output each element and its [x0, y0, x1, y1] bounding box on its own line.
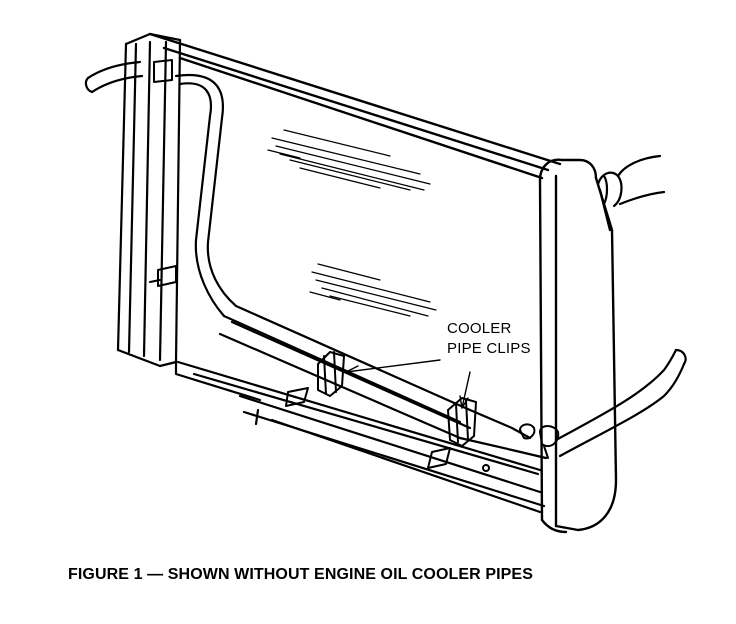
upper-hose-left	[86, 62, 142, 92]
cooler-pipe-clip-2	[428, 398, 489, 471]
right-tank	[540, 160, 616, 532]
callout-line-2: PIPE CLIPS	[447, 340, 531, 357]
core-hatch-upper	[268, 130, 430, 190]
cooler-pipe-clips-label: COOLER PIPE CLIPS	[447, 319, 531, 359]
pipe-fittings-right	[520, 424, 558, 458]
left-tank	[118, 34, 180, 366]
filler-neck	[598, 156, 664, 206]
lower-hose-right	[556, 350, 686, 456]
core-top-edge	[150, 34, 560, 178]
callout-leaders	[346, 360, 470, 408]
cooler-pipe-clip-1	[286, 352, 344, 406]
bottom-tank	[176, 362, 544, 512]
cooler-pipe	[176, 75, 546, 458]
callout-line-1: COOLER	[447, 320, 512, 337]
radiator-line-drawing	[0, 0, 736, 560]
core-hatch-lower	[310, 264, 436, 316]
pipe-fittings-left	[150, 60, 176, 286]
figure-caption: FIGURE 1 — SHOWN WITHOUT ENGINE OIL COOL…	[68, 566, 533, 583]
